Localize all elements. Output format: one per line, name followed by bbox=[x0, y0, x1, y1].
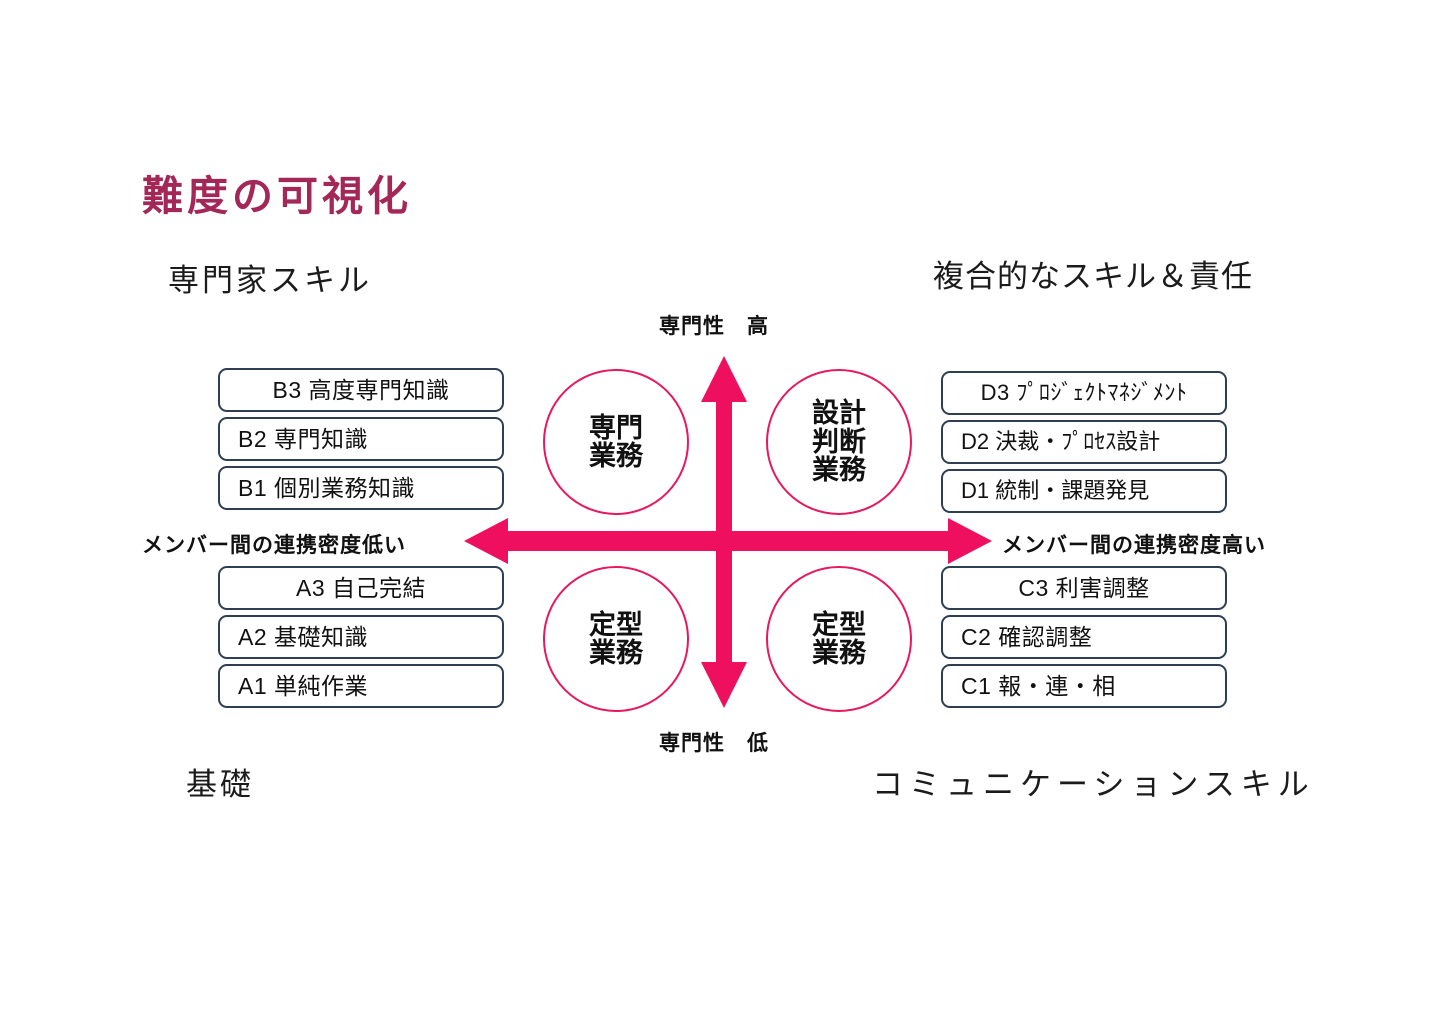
caption-bottom-left: 基礎 bbox=[186, 767, 254, 802]
quadrant-circle-top-right: 設計 判断 業務 bbox=[766, 369, 912, 515]
item-label-a3: A3 自己完結 bbox=[295, 574, 427, 601]
axis-label-vertical-top: 専門性 高 bbox=[659, 315, 769, 338]
item-box-c3[interactable]: C3 利害調整 bbox=[941, 566, 1227, 610]
quadrant-label-top-right: 設計 判断 業務 bbox=[812, 398, 866, 486]
item-group-d: D3 ﾌﾟﾛｼﾞｪｸﾄﾏﾈｼﾞﾒﾝﾄ D2 決裁・ﾌﾟﾛｾｽ設計 D1 統制・課… bbox=[941, 371, 1227, 518]
item-label-c1: C1 報・連・相 bbox=[961, 672, 1116, 699]
axis-label-horizontal-left: メンバー間の連携密度低い bbox=[142, 534, 406, 557]
item-group-c: C3 利害調整 C2 確認調整 C1 報・連・相 bbox=[941, 566, 1227, 713]
item-box-a2[interactable]: A2 基礎知識 bbox=[218, 615, 504, 659]
item-box-a1[interactable]: A1 単純作業 bbox=[218, 664, 504, 708]
item-box-b1[interactable]: B1 個別業務知識 bbox=[218, 466, 504, 510]
caption-top-right: 複合的なスキル＆責任 bbox=[933, 259, 1253, 294]
quadrant-circle-top-left: 専門 業務 bbox=[543, 369, 689, 515]
item-box-b2[interactable]: B2 専門知識 bbox=[218, 417, 504, 461]
caption-top-left: 専門家スキル bbox=[168, 263, 372, 298]
quadrant-circle-bottom-right: 定型 業務 bbox=[766, 566, 912, 712]
item-group-a: A3 自己完結 A2 基礎知識 A1 単純作業 bbox=[218, 566, 504, 713]
item-label-c2: C2 確認調整 bbox=[961, 623, 1093, 650]
item-label-a2: A2 基礎知識 bbox=[238, 623, 369, 650]
item-box-c1[interactable]: C1 報・連・相 bbox=[941, 664, 1227, 708]
item-box-b3[interactable]: B3 高度専門知識 bbox=[218, 368, 504, 412]
caption-bottom-right: コミュニケーションスキル bbox=[872, 767, 1315, 802]
item-label-a1: A1 単純作業 bbox=[238, 672, 369, 699]
item-label-d1: D1 統制・課題発見 bbox=[961, 478, 1150, 503]
horizontal-axis-arrow-icon bbox=[464, 514, 992, 568]
item-label-d3: D3 ﾌﾟﾛｼﾞｪｸﾄﾏﾈｼﾞﾒﾝﾄ bbox=[980, 380, 1188, 405]
axis-label-vertical-bottom: 専門性 低 bbox=[659, 732, 769, 755]
item-group-b: B3 高度専門知識 B2 専門知識 B1 個別業務知識 bbox=[218, 368, 504, 515]
item-box-a3[interactable]: A3 自己完結 bbox=[218, 566, 504, 610]
item-label-d2: D2 決裁・ﾌﾟﾛｾｽ設計 bbox=[961, 429, 1161, 454]
item-box-d2[interactable]: D2 決裁・ﾌﾟﾛｾｽ設計 bbox=[941, 420, 1227, 464]
item-label-c3: C3 利害調整 bbox=[1018, 574, 1150, 601]
quadrant-circle-bottom-left: 定型 業務 bbox=[543, 566, 689, 712]
item-label-b1: B1 個別業務知識 bbox=[238, 474, 416, 501]
quadrant-label-bottom-right: 定型 業務 bbox=[812, 609, 866, 668]
quadrant-label-bottom-left: 定型 業務 bbox=[589, 609, 643, 668]
axis-label-horizontal-right: メンバー間の連携密度高い bbox=[1002, 534, 1266, 557]
item-label-b2: B2 専門知識 bbox=[238, 425, 369, 452]
page-title: 難度の可視化 bbox=[142, 173, 412, 219]
item-label-b3: B3 高度専門知識 bbox=[272, 376, 450, 403]
item-box-d3[interactable]: D3 ﾌﾟﾛｼﾞｪｸﾄﾏﾈｼﾞﾒﾝﾄ bbox=[941, 371, 1227, 415]
item-box-c2[interactable]: C2 確認調整 bbox=[941, 615, 1227, 659]
item-box-d1[interactable]: D1 統制・課題発見 bbox=[941, 469, 1227, 513]
quadrant-label-top-left: 専門 業務 bbox=[589, 412, 643, 471]
